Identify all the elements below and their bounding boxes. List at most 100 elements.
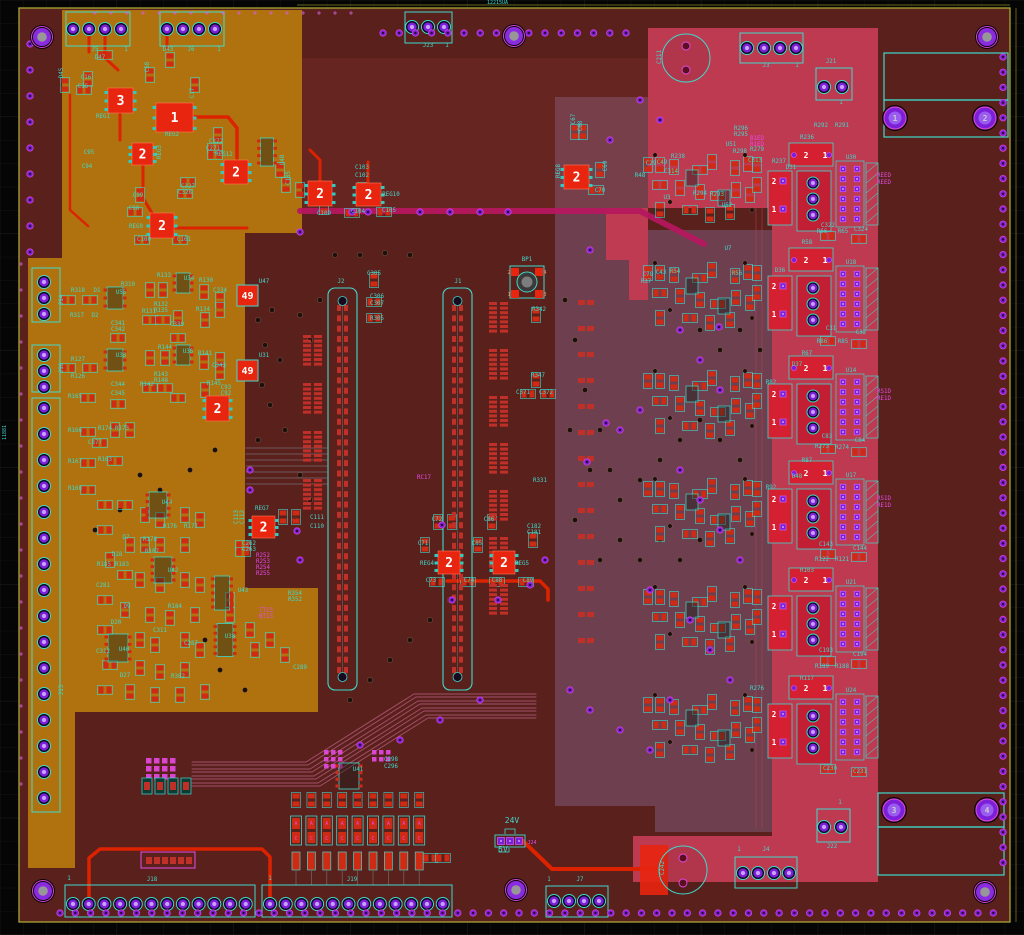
ref-label: R66 [817, 229, 828, 235]
test-point-box-4[interactable] [877, 826, 1005, 876]
component-REG8[interactable]: 2 [560, 164, 593, 190]
edge-connector-J1[interactable] [442, 287, 473, 691]
ref-label: D20 [111, 620, 122, 626]
connector-J6[interactable] [159, 11, 225, 47]
connector-J22[interactable] [816, 808, 851, 843]
component-REG11[interactable]: 2 [352, 182, 385, 207]
ref-label: D48 [792, 474, 803, 480]
component-REG2[interactable]: 1 [152, 102, 197, 133]
ref-label: C281 [96, 583, 110, 589]
connector-J3[interactable] [739, 32, 804, 64]
component-U47[interactable]: 49 [236, 284, 259, 307]
copper-zone-mauve [555, 97, 775, 832]
capacitor-round[interactable] [640, 845, 708, 895]
ref-label: C194 [853, 652, 867, 658]
trace-layer [68, 27, 763, 906]
ref-label: R1ED [750, 142, 764, 148]
ref-label: J4 [763, 847, 770, 853]
ref-label: U52 [722, 203, 732, 209]
ref-label: R174 [98, 426, 112, 432]
ref-label: R56 [732, 271, 743, 277]
ref-label: D7 [123, 535, 130, 541]
connector-J4[interactable] [734, 856, 798, 889]
ref-label: C [325, 836, 328, 842]
connector-J14[interactable] [31, 267, 61, 323]
connector-J18[interactable] [64, 884, 256, 918]
ref-label: C83 [822, 434, 833, 440]
ref-label: J6 [188, 47, 195, 53]
ref-label: C193 [819, 648, 833, 654]
ref-label: 1 [839, 100, 843, 106]
ref-label: C100 [137, 237, 151, 243]
ref-label: C328 [178, 190, 192, 196]
ref-label: 24V [505, 816, 520, 825]
ref-label: C314 [664, 169, 678, 175]
ref-label: R305 [370, 316, 384, 322]
connector-J5[interactable] [65, 11, 131, 47]
ref-label: C113 [234, 510, 240, 524]
component-REG3[interactable]: 2 [128, 142, 157, 166]
ref-label: A [356, 821, 359, 827]
connector-J21[interactable] [815, 67, 853, 101]
ref-label: 49 [241, 366, 253, 377]
connector-J16[interactable] [31, 344, 61, 394]
ref-label: 1 [823, 256, 828, 265]
ref-label: U41 [353, 767, 364, 773]
ref-label: 1 [823, 364, 828, 373]
ref-label: U14 [846, 368, 857, 374]
edge-connector-J2[interactable] [327, 287, 358, 691]
component-REG4[interactable]: 2 [434, 550, 464, 575]
jumper-J24[interactable] [494, 828, 526, 853]
component-REG1[interactable]: 3 [104, 87, 137, 114]
ref-label: 1 [124, 47, 128, 53]
ref-label: C71 [418, 541, 429, 547]
connector-J19[interactable] [261, 884, 453, 918]
capacitor-round[interactable] [661, 33, 711, 83]
ref-label: R87 [802, 458, 813, 464]
ref-label: R352 [288, 597, 302, 603]
ref-label: C93 [221, 385, 232, 391]
component-REG9[interactable]: 2 [146, 212, 178, 239]
ref-label: R163 [98, 457, 112, 463]
ref-label: REG1 [96, 114, 110, 120]
ref-label: C182 [527, 524, 541, 530]
component-REG10[interactable]: 2 [304, 180, 336, 207]
component-REG7[interactable]: 2 [248, 515, 279, 539]
ref-label: R168 [68, 486, 82, 492]
ref-label: REG8 [556, 164, 562, 178]
connector-J13[interactable] [31, 397, 61, 813]
ref-label: R165 [68, 394, 82, 400]
ref-label: C345 [111, 391, 125, 397]
component-REG6[interactable]: 2 [202, 395, 233, 422]
ref-label: R238 [671, 154, 685, 160]
ref-label: U48 [280, 154, 286, 165]
ref-label: R295 [734, 132, 748, 138]
ic-components[interactable] [103, 137, 363, 790]
component-U31[interactable]: 49 [236, 359, 259, 382]
component-REG5[interactable]: 2 [489, 550, 519, 575]
ref-label: R254 [256, 565, 270, 571]
component-REG12[interactable]: 2 [220, 159, 252, 185]
ref-label: D36 [775, 268, 786, 274]
ref-label: C [371, 836, 374, 842]
ref-label: C67 [571, 113, 577, 124]
ref-label: R86 [817, 339, 828, 345]
ref-label: C15 [78, 84, 89, 90]
ref-label: R274 [835, 445, 849, 451]
copper-zone-orange [28, 10, 318, 868]
ref-label: C88 [492, 578, 503, 584]
ref-label: R183 [115, 562, 129, 568]
ref-label: U55 [116, 290, 127, 296]
connector-J7[interactable] [545, 885, 609, 918]
